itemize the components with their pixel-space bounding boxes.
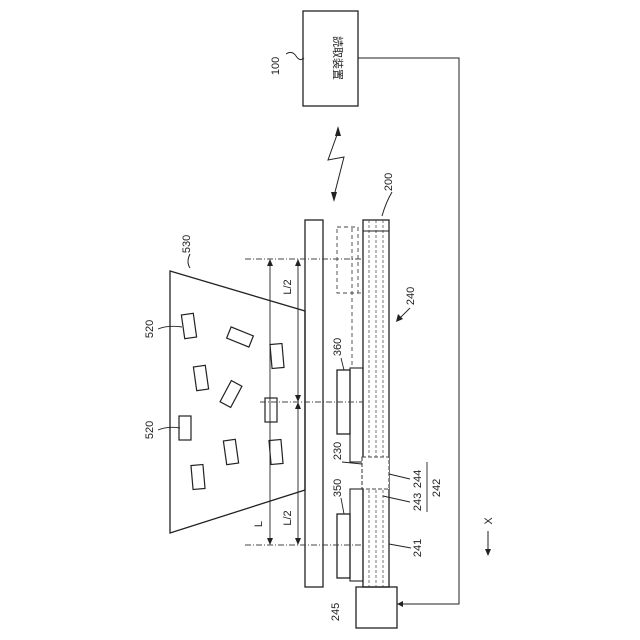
leader-241 bbox=[389, 544, 411, 548]
dim-half-top-arrow-a bbox=[295, 259, 301, 266]
reader-device-label: 読取装置 bbox=[331, 36, 345, 80]
reader-head-350 bbox=[337, 514, 350, 578]
wireless-arrow-up bbox=[335, 126, 341, 136]
reader-device-box bbox=[303, 11, 358, 106]
dim-half-bottom-arrow-b bbox=[295, 538, 301, 545]
leader-100 bbox=[286, 52, 304, 59]
item-520 bbox=[227, 327, 254, 347]
item-520 bbox=[220, 381, 242, 408]
item-520 bbox=[179, 416, 191, 440]
plate bbox=[305, 220, 323, 587]
dim-half-bottom-label: L/2 bbox=[282, 510, 294, 525]
label-350: 350 bbox=[332, 479, 344, 497]
leader-243 bbox=[383, 496, 410, 502]
leader-200 bbox=[382, 192, 392, 216]
label-530: 530 bbox=[181, 235, 193, 253]
label-360: 360 bbox=[332, 338, 344, 356]
label-243: 243 bbox=[412, 493, 424, 511]
x-axis-label: X bbox=[483, 517, 495, 525]
label-245: 245 bbox=[330, 603, 342, 621]
leader-360 bbox=[341, 358, 344, 370]
label-244: 244 bbox=[412, 470, 424, 488]
label-200: 200 bbox=[383, 173, 395, 191]
dim-L-arrow-bottom bbox=[267, 538, 273, 545]
item-520 bbox=[270, 344, 284, 369]
drive-245 bbox=[356, 587, 397, 628]
item-520 bbox=[181, 313, 196, 338]
item-520 bbox=[193, 365, 208, 390]
wire-arrow-head bbox=[397, 601, 403, 607]
dim-half-top-label: L/2 bbox=[282, 279, 294, 294]
item-520 bbox=[191, 465, 205, 490]
wireless-arrow-down bbox=[331, 192, 337, 202]
dim-L-label: L bbox=[253, 521, 265, 527]
dim-half-top-arrow-b bbox=[295, 395, 301, 402]
item-520 bbox=[223, 439, 238, 464]
label-520-bottom: 520 bbox=[144, 421, 156, 439]
dim-half-bottom-arrow-a bbox=[295, 402, 301, 409]
label-520-top: 520 bbox=[144, 320, 156, 338]
label-240: 240 bbox=[405, 287, 417, 305]
slider-230 bbox=[362, 457, 389, 489]
item-520 bbox=[269, 440, 283, 465]
x-axis-arrow-head bbox=[485, 549, 491, 556]
label-241: 241 bbox=[412, 539, 424, 557]
dim-L-arrow-top bbox=[267, 259, 273, 266]
arrow-240 bbox=[396, 314, 403, 322]
leader-244 bbox=[389, 474, 410, 479]
leader-530 bbox=[188, 254, 190, 268]
leader-350 bbox=[341, 498, 344, 514]
label-230: 230 bbox=[332, 442, 344, 460]
reader-head-350-mount bbox=[350, 489, 363, 581]
label-242: 242 bbox=[431, 479, 443, 497]
label-100: 100 bbox=[270, 57, 282, 75]
signal-wire bbox=[358, 58, 459, 604]
reader-head-360-mount bbox=[350, 368, 363, 462]
leader-520-bottom bbox=[158, 427, 180, 430]
wireless-signal bbox=[328, 132, 344, 196]
ghost-reader-position bbox=[337, 227, 358, 293]
